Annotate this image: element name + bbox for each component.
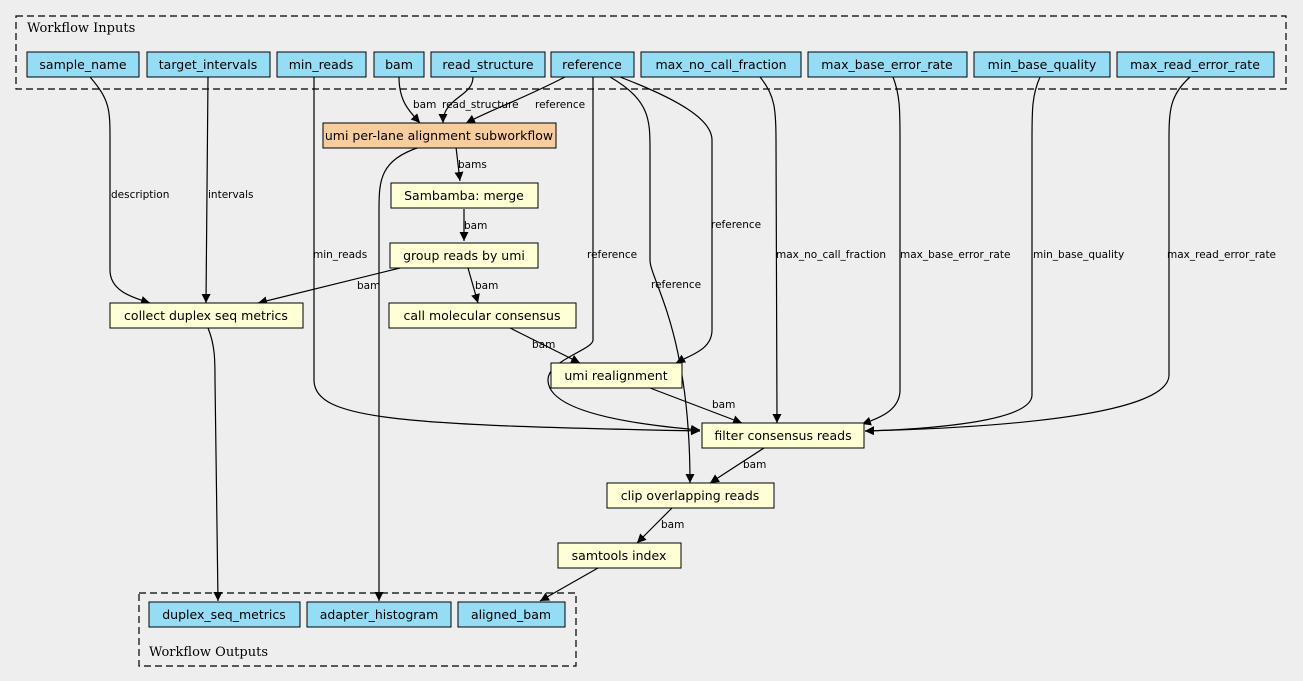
edge-reference-to-realign xyxy=(619,76,713,364)
task-node-call-consensus[interactable]: call molecular consensus xyxy=(388,302,577,329)
edge-label-intervals: intervals xyxy=(208,189,254,201)
edge-realign-to-filter xyxy=(649,387,743,425)
edge-min-reads-to-filter xyxy=(313,77,701,436)
input-node-label: max_read_error_rate xyxy=(1130,57,1260,72)
input-node-label: sample_name xyxy=(39,57,126,72)
edge-group-to-call xyxy=(467,267,480,304)
edge-label-realign-to-filter: bam xyxy=(712,399,735,411)
input-node-max-read-error-rate[interactable]: max_read_error_rate xyxy=(1116,51,1275,78)
edge-label-description: description xyxy=(111,189,169,201)
edge-max-no-call-fraction-to-filter xyxy=(759,76,782,424)
edge-sample-name-to-collect xyxy=(89,76,151,305)
input-node-label: min_reads xyxy=(289,57,353,72)
edge-label-merge-bam: bam xyxy=(464,220,487,232)
input-node-bam[interactable]: bam xyxy=(373,51,425,78)
input-node-label: reference xyxy=(562,57,622,72)
edge-labels: bam read_structure reference bams bam de… xyxy=(111,99,1276,531)
edge-label-clip-to-index: bam xyxy=(661,519,684,531)
input-node-max-no-call-fraction[interactable]: max_no_call_fraction xyxy=(640,51,802,78)
edge-label-bam-to-align: bam xyxy=(413,99,436,111)
workflow-outputs-cluster: Workflow Outputs xyxy=(138,592,577,667)
edge-label-max-base-error-rate: max_base_error_rate xyxy=(900,249,1010,261)
edge-call-to-realign xyxy=(509,327,581,364)
task-node-label: filter consensus reads xyxy=(714,428,851,443)
task-node-label: clip overlapping reads xyxy=(621,488,760,503)
edge-reference-to-clip xyxy=(609,76,695,484)
workflow-outputs-label: Workflow Outputs xyxy=(149,645,268,660)
input-node-reference[interactable]: reference xyxy=(550,51,635,78)
edges xyxy=(89,76,1191,602)
task-node-label: Sambamba: merge xyxy=(404,188,524,203)
edge-label-min-base-quality: min_base_quality xyxy=(1033,249,1124,261)
output-node-label: aligned_bam xyxy=(471,607,551,622)
edge-label-reference-to-clip: reference xyxy=(651,279,701,291)
input-node-label: max_base_error_rate xyxy=(821,57,953,72)
edge-label-reference-to-filter: reference xyxy=(587,249,637,261)
output-node-label: adapter_histogram xyxy=(320,607,439,622)
edge-index-to-aligned-bam xyxy=(539,567,599,602)
edge-collect-to-duplex-metrics xyxy=(207,327,223,602)
input-node-label: min_base_quality xyxy=(988,57,1097,72)
task-node-filter-consensus[interactable]: filter consensus reads xyxy=(701,422,865,449)
task-node-sambamba-merge[interactable]: Sambamba: merge xyxy=(390,182,539,209)
input-node-min-base-quality[interactable]: min_base_quality xyxy=(973,51,1111,78)
task-node-label: umi realignment xyxy=(564,368,667,383)
input-node-max-base-error-rate[interactable]: max_base_error_rate xyxy=(807,51,968,78)
task-node-collect-duplex[interactable]: collect duplex seq metrics xyxy=(109,302,304,329)
input-node-min-reads[interactable]: min_reads xyxy=(276,51,367,78)
edge-label-reference-to-realign: reference xyxy=(711,219,761,231)
output-node-aligned-bam[interactable]: aligned_bam xyxy=(457,601,566,628)
edge-label-call-to-realign: bam xyxy=(532,339,555,351)
workflow-inputs-cluster: Workflow Inputs xyxy=(15,15,1287,90)
edge-read-structure-to-align xyxy=(438,76,474,124)
input-node-target-intervals[interactable]: target_intervals xyxy=(146,51,271,78)
edge-reference-to-align xyxy=(465,76,566,124)
task-node-label: group reads by umi xyxy=(403,248,525,263)
edge-label-group-to-call: bam xyxy=(475,280,498,292)
edge-clip-to-index xyxy=(636,507,673,544)
edge-bam-to-align xyxy=(398,76,421,124)
edge-label-filter-to-clip: bam xyxy=(743,459,766,471)
edge-max-base-error-rate-to-filter xyxy=(861,76,901,426)
edge-label-max-no-call-fraction: max_no_call_fraction xyxy=(776,249,886,261)
edge-label-reference-to-align: reference xyxy=(535,99,585,111)
edge-target-intervals-to-collect xyxy=(201,76,211,304)
edge-label-bams: bams xyxy=(458,159,487,171)
input-node-label: target_intervals xyxy=(159,57,257,72)
edge-group-to-collect xyxy=(257,267,401,306)
subworkflow-node-umi-align[interactable]: umi per-lane alignment subworkflow xyxy=(322,122,557,149)
output-node-adapter-histogram[interactable]: adapter_histogram xyxy=(306,601,452,628)
output-node-duplex-seq-metrics[interactable]: duplex_seq_metrics xyxy=(148,601,301,628)
task-node-label: umi per-lane alignment subworkflow xyxy=(325,128,553,143)
task-node-label: samtools index xyxy=(572,548,667,563)
edge-max-read-error-rate-to-filter xyxy=(864,76,1191,436)
output-nodes: duplex_seq_metrics adapter_histogram ali… xyxy=(148,601,566,628)
output-node-label: duplex_seq_metrics xyxy=(162,607,286,622)
input-node-label: read_structure xyxy=(442,57,533,72)
input-node-sample-name[interactable]: sample_name xyxy=(26,51,140,78)
edge-label-min-reads: min_reads xyxy=(313,249,367,261)
edge-align-to-merge xyxy=(454,146,464,182)
task-node-samtools-index[interactable]: samtools index xyxy=(557,542,682,569)
edge-label-read-structure: read_structure xyxy=(442,99,519,111)
edge-filter-to-clip xyxy=(709,447,765,484)
input-node-read-structure[interactable]: read_structure xyxy=(430,51,546,78)
task-node-umi-realignment[interactable]: umi realignment xyxy=(550,362,683,389)
task-nodes: umi per-lane alignment subworkflow Samba… xyxy=(109,122,865,569)
input-nodes: sample_name target_intervals min_reads b… xyxy=(26,51,1275,78)
input-node-label: bam xyxy=(385,57,413,72)
task-node-label: collect duplex seq metrics xyxy=(124,308,288,323)
edge-reference-to-filter xyxy=(547,77,701,434)
input-node-label: max_no_call_fraction xyxy=(655,57,786,72)
edge-label-group-to-collect: bam xyxy=(357,280,380,292)
edge-align-to-adapter-histogram xyxy=(374,146,421,601)
task-node-clip-overlapping[interactable]: clip overlapping reads xyxy=(606,482,775,509)
edge-label-max-read-error-rate: max_read_error_rate xyxy=(1167,249,1276,261)
task-node-group-reads[interactable]: group reads by umi xyxy=(389,242,539,269)
workflow-inputs-label: Workflow Inputs xyxy=(27,21,135,36)
task-node-label: call molecular consensus xyxy=(404,308,561,323)
